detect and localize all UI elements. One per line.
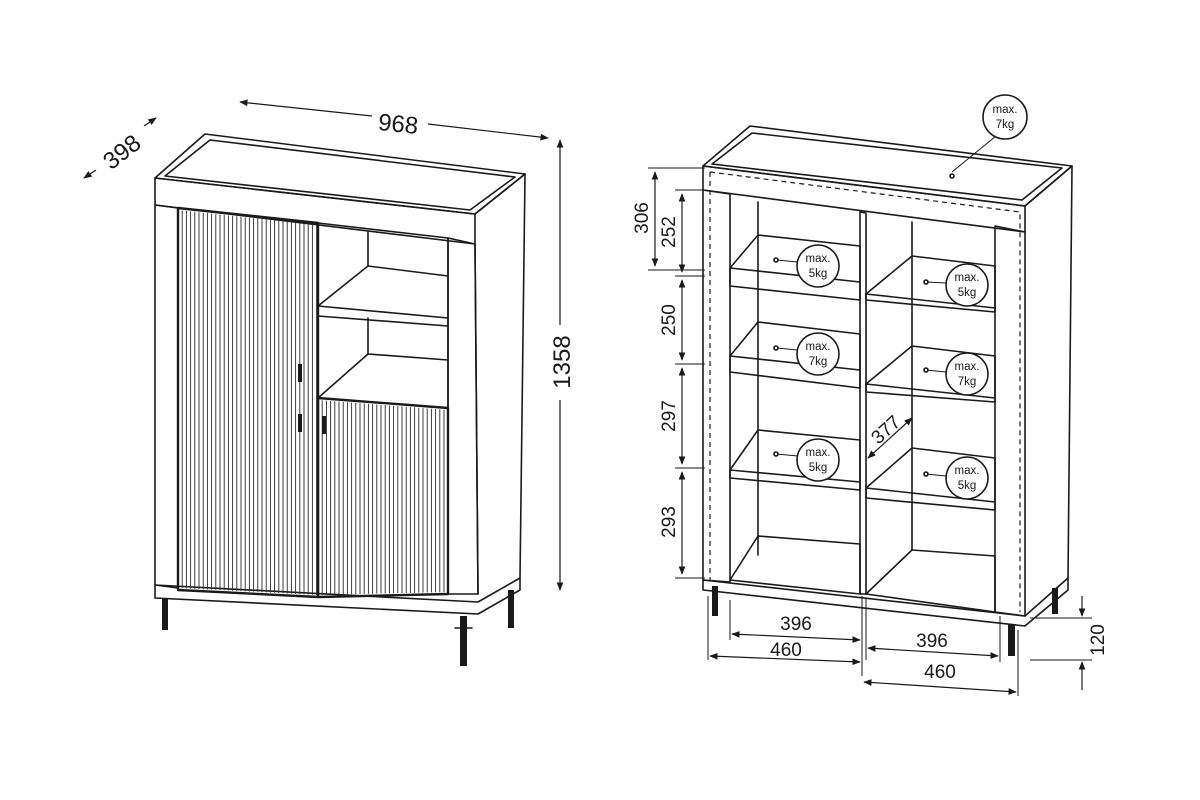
load-badge-shelf-1: max. 5kg [773,244,840,288]
front-right-side [447,237,479,595]
dim-120-label: 120 [1088,624,1109,656]
svg-text:5kg: 5kg [958,287,977,299]
interior-view: max. 7kg max. 5kg max. 5kg max. 7kg [632,94,1109,696]
interior-left-side [702,189,731,583]
svg-text:max.: max. [955,465,980,477]
dim-460-right-line [863,679,1017,695]
interior-bottom [702,577,1069,627]
interior-top-surface [702,125,1073,207]
svg-text:5kg: 5kg [958,480,977,492]
dim-306-label: 306 [632,202,653,234]
svg-text:5kg: 5kg [809,462,828,474]
left-upper-handle[interactable] [298,364,302,382]
depth-dim-line-left [83,169,97,179]
dim-396-left-label: 396 [780,614,812,635]
shelf-left-bottom [729,535,861,595]
front-right-door [316,396,450,599]
shelf-left-1 [729,234,861,301]
interior-leg-3 [1052,588,1058,614]
interior-top-edge [702,165,1026,233]
left-door-flutes [181,210,318,595]
front-leg-1 [162,598,168,630]
svg-text:max.: max. [955,361,980,373]
left-lower-handle[interactable] [298,414,302,432]
interior-leg-1 [712,586,718,616]
depth-377-label: 377 [868,412,906,449]
shelf-right-bottom [865,549,996,613]
dim-460-left-label: 460 [770,640,802,661]
svg-text:7kg: 7kg [996,119,1015,131]
front-left-side [154,204,179,589]
svg-text:max.: max. [806,341,831,353]
shelf-left-3 [729,429,861,491]
dim-293-label: 293 [659,506,680,538]
right-door-flutes [321,400,445,595]
interior-top-inner [711,132,1063,201]
svg-text:max.: max. [993,104,1018,116]
dim-460-left-line [709,652,861,666]
width-dim-line-right [427,123,549,141]
dim-396-right-line [867,645,999,659]
shelf-right-2 [865,345,996,403]
dim-460-right-label: 460 [924,662,956,683]
load-badge-top: max. 7kg [949,94,1028,179]
load-badge-shelf-5: max. 5kg [773,438,840,482]
dim-396-right-label: 396 [916,631,948,652]
front-leg-2 [460,616,467,666]
front-view: 968 398 1358 [83,99,576,666]
width-dim-label: 968 [377,109,420,140]
width-dim-line-left [239,99,373,117]
load-badge-shelf-3: max. 7kg [773,332,840,376]
load-badge-shelf-4: max. 7kg [923,352,989,396]
front-top-inner [164,139,516,211]
svg-text:7kg: 7kg [809,356,828,368]
interior-center-divider [859,211,867,595]
front-leg-3 [508,590,514,628]
dim-396-left-line [731,630,861,644]
door-outline-dashed [709,171,1021,612]
depth-377-dim-line [867,417,913,459]
interior-leg-2 [1008,624,1015,656]
height-dim-label: 1358 [549,335,576,388]
dim-297-label: 297 [659,400,680,432]
right-door-handle[interactable] [322,416,326,434]
svg-text:max.: max. [806,447,831,459]
dim-252-label: 252 [659,216,680,248]
shelf-right-1 [865,255,996,313]
shelf-left-2 [729,321,861,389]
front-bottom [154,577,521,615]
load-badge-shelf-2: max. 5kg [923,263,989,307]
dim-250-label: 250 [659,304,680,336]
depth-dim-line-right [143,117,157,127]
svg-text:5kg: 5kg [809,268,828,280]
load-badge-shelf-6: max. 5kg [923,456,989,500]
front-top-surface [154,133,526,215]
svg-text:max.: max. [806,253,831,265]
depth-dim-label: 398 [98,129,146,175]
svg-text:7kg: 7kg [958,376,977,388]
svg-text:max.: max. [955,272,980,284]
